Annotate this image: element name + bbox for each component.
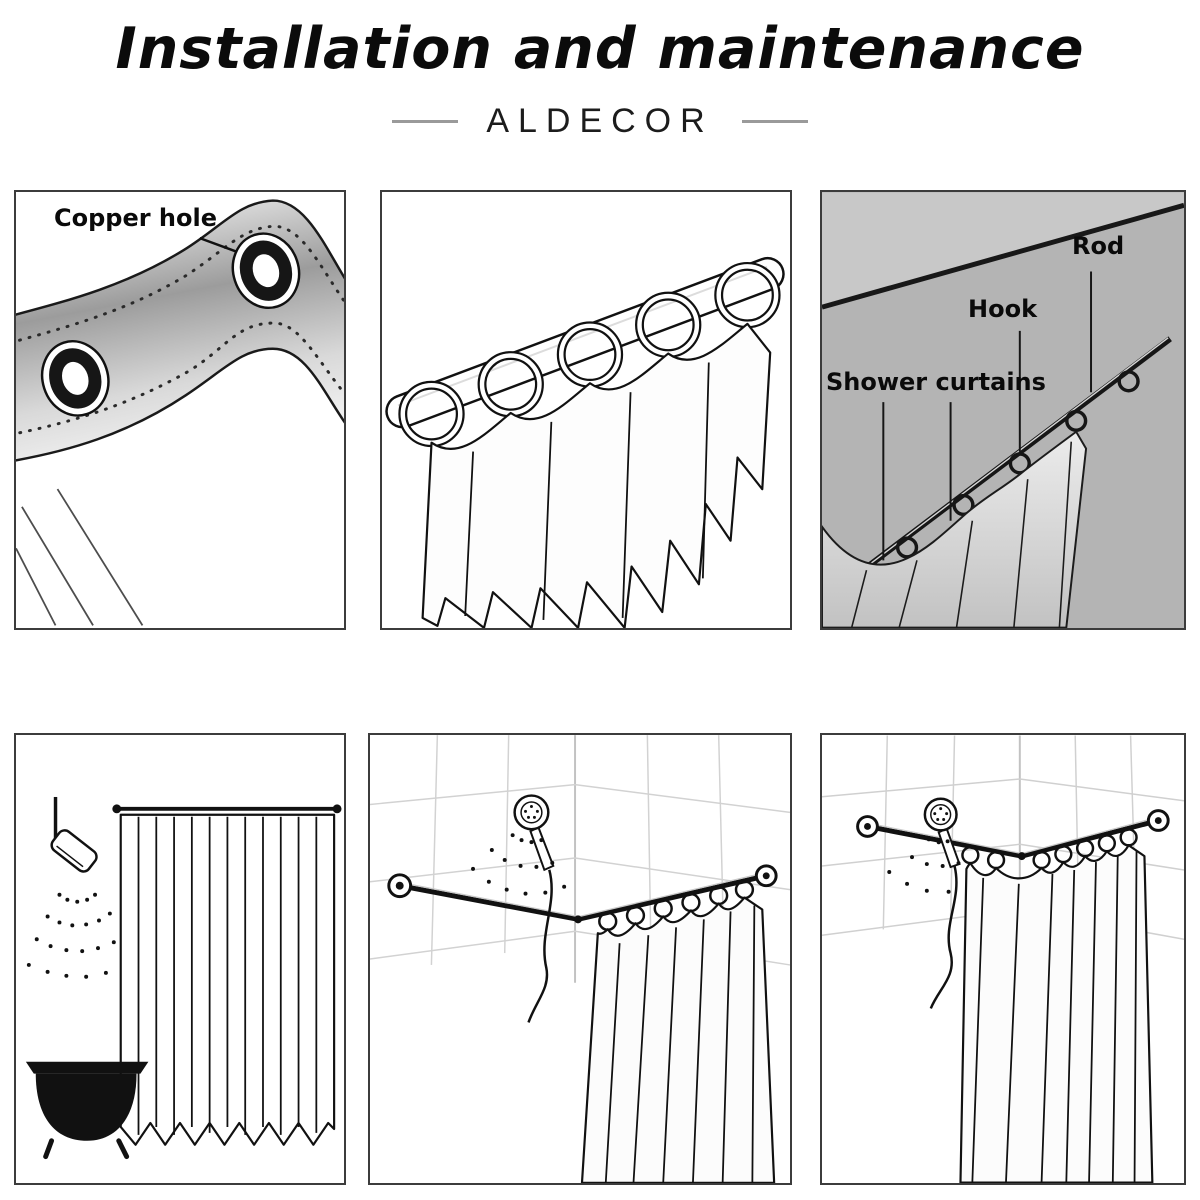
upper-wall [822,192,1184,307]
parts-overview-illustration [822,192,1184,628]
rod-label: Rod [1072,232,1125,260]
corner-rod [856,809,1170,861]
bathtub [25,1061,149,1160]
panel-parts-overview: Rod Hook Shower curtains [820,190,1186,630]
curtain-fold-lines [850,441,1073,628]
panel-corner-rod-right [820,733,1186,1185]
brand-rule-right [741,120,808,123]
water-spray-dots [471,833,567,896]
brand-name: ALDECOR [486,102,714,140]
copper-hole-label: Copper hole [54,204,218,232]
panel-shower-bathtub [14,733,346,1185]
leader-lines [882,271,1093,561]
wall-mount-left [387,873,413,899]
curtain-rod [112,804,342,814]
corner-rod-illustration-right [822,735,1184,1183]
panel-hooks-on-rod [380,190,792,630]
page-title: Installation and maintenance [115,16,1085,82]
stitch-line-bottom [16,321,344,436]
copper-hole-illustration [16,199,344,626]
curtain-fabric [580,896,776,1183]
wall-mount-left [856,815,879,838]
panel-corner-rod-left [368,733,792,1185]
curtain-fold-lines [464,362,710,620]
hooks-on-rod-illustration [385,256,785,628]
wall-mount-right [754,864,778,888]
curtain-fold-lines [971,850,1138,1183]
hand-shower [513,794,555,1023]
shower-curtain [822,430,1088,628]
panel-copper-hole: Copper hole [14,190,346,630]
curtain-fabric [421,322,772,628]
curtain-fabric [959,844,1154,1183]
brand-rule-left [392,120,459,123]
shower-bathtub-illustration [25,796,342,1160]
brand-row: ALDECOR [0,102,1200,141]
copper-hole-leader-line [199,236,238,254]
hook-label: Hook [968,295,1038,323]
fabric-fold-lines [16,488,144,626]
grommet-lower [40,340,110,417]
curtain-fold-lines [137,816,318,1135]
wall-edge-line [822,202,1184,310]
fabric-band [16,199,344,462]
hooks [895,370,1140,559]
wall-mount-right [1146,809,1170,832]
grommet-upper [231,232,301,310]
curtain-fold-lines [604,905,756,1183]
shower-head [50,796,98,873]
hand-shower [923,797,961,1009]
corner-rod-illustration-left [370,735,790,1183]
corner-rod [387,864,778,924]
shower-curtains-label: Shower curtains [826,368,1046,396]
